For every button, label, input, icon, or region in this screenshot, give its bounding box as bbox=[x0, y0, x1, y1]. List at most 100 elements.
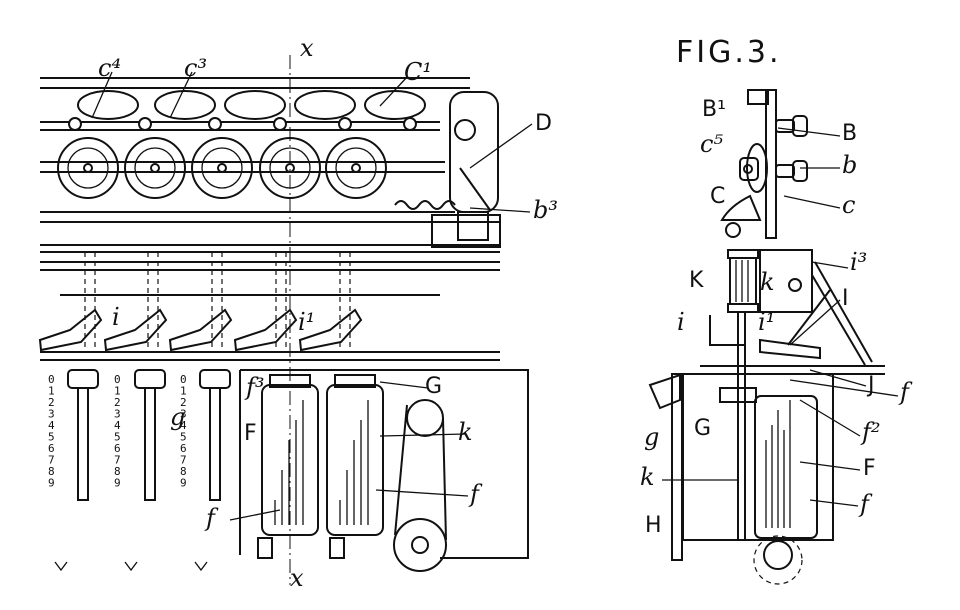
belt-pulleys bbox=[393, 399, 447, 572]
frame-d bbox=[449, 91, 499, 241]
label-f-lower-fig3: f bbox=[858, 490, 873, 518]
dial-digit: 0 bbox=[48, 373, 55, 386]
label-k-upper: K bbox=[689, 268, 704, 293]
dial-digit: 5 bbox=[180, 431, 187, 444]
label-k: k bbox=[458, 418, 473, 446]
label-f-small: f bbox=[898, 378, 913, 406]
label-g-small: g bbox=[644, 423, 659, 451]
dial-digit: 2 bbox=[114, 396, 121, 409]
feet bbox=[257, 537, 345, 559]
casing bbox=[240, 369, 529, 559]
label-f2: f² bbox=[860, 418, 881, 446]
dial-digit: 6 bbox=[114, 442, 121, 455]
label-c5: c⁵ bbox=[700, 130, 723, 158]
label-i1-fig3: i¹ bbox=[758, 308, 775, 336]
dial-digit: 8 bbox=[114, 465, 121, 478]
lever-i3 bbox=[814, 261, 873, 363]
lever-i3 bbox=[811, 274, 866, 366]
label-k-small: k bbox=[760, 268, 775, 296]
label-x-bottom: x bbox=[290, 564, 304, 592]
figure-title: FIG.3. bbox=[676, 35, 782, 70]
label-f-big: F bbox=[863, 456, 876, 481]
vertical-shafts bbox=[84, 252, 351, 350]
dial-digit: 1 bbox=[114, 385, 121, 398]
dial-digit: 4 bbox=[114, 419, 121, 432]
dial-digit: 9 bbox=[114, 477, 121, 490]
label-k-lower: k bbox=[640, 463, 655, 491]
gear-c5 bbox=[739, 143, 768, 193]
dial-digit: 8 bbox=[180, 465, 187, 478]
dial-digit: 4 bbox=[180, 419, 187, 432]
label-g-big: G bbox=[694, 416, 711, 441]
horizontal-plates bbox=[40, 211, 501, 253]
label-g-lower: g bbox=[170, 403, 185, 431]
label-i1: i¹ bbox=[298, 308, 315, 336]
link-bar bbox=[40, 117, 440, 131]
dial-digit: 9 bbox=[48, 477, 55, 490]
label-j: J bbox=[866, 373, 875, 398]
thumb-screws bbox=[775, 115, 808, 182]
dial-digit: 5 bbox=[114, 431, 121, 444]
dial-digit: 7 bbox=[48, 454, 55, 467]
bracket-c bbox=[720, 194, 762, 221]
label-h: H bbox=[645, 513, 662, 538]
floor-ticks bbox=[54, 561, 208, 572]
pin bbox=[725, 222, 741, 238]
dial-digit: 5 bbox=[48, 431, 55, 444]
label-c1: C¹ bbox=[404, 58, 432, 86]
frame-i3 bbox=[759, 249, 813, 313]
wall-h bbox=[671, 373, 683, 561]
dial-digit: 6 bbox=[48, 442, 55, 455]
spool-k bbox=[727, 249, 759, 313]
bracket-b1 bbox=[747, 89, 769, 105]
label-c-lower: c bbox=[842, 191, 855, 219]
dial-digit: 7 bbox=[180, 454, 187, 467]
label-b3: b³ bbox=[533, 196, 558, 224]
label-g-upper: G bbox=[425, 374, 442, 399]
label-f-mid: f bbox=[468, 480, 483, 508]
dial-digit: 3 bbox=[114, 408, 121, 421]
dial-digit: 4 bbox=[48, 419, 55, 432]
label-c3: c³ bbox=[184, 54, 207, 82]
dial-digit: 7 bbox=[114, 454, 121, 467]
bottom-pulley-orbit bbox=[753, 535, 803, 585]
dial-digit: 8 bbox=[48, 465, 55, 478]
label-f-upper: F bbox=[244, 421, 257, 446]
fig3-view bbox=[648, 89, 885, 585]
dial-digit: 1 bbox=[48, 385, 55, 398]
cylinder-right bbox=[326, 374, 384, 536]
bottom-pulley bbox=[763, 540, 793, 570]
label-c4: c⁴ bbox=[98, 54, 121, 82]
dial-digit: 9 bbox=[180, 477, 187, 490]
key-i bbox=[709, 315, 745, 346]
nozzle-g bbox=[648, 373, 681, 410]
upper-counter-wheels bbox=[77, 90, 426, 120]
dial-digit: 3 bbox=[180, 408, 187, 421]
label-i: i bbox=[112, 303, 120, 331]
dial-digit: 2 bbox=[48, 396, 55, 409]
cylinder-f bbox=[754, 395, 818, 539]
spring-b3 bbox=[394, 200, 456, 210]
label-f-lower: f bbox=[204, 504, 219, 532]
key-levers bbox=[38, 308, 363, 352]
label-i-small: i bbox=[677, 308, 685, 336]
disk-g bbox=[719, 387, 757, 403]
label-i3: i³ bbox=[850, 248, 867, 276]
leader-lines bbox=[91, 71, 899, 521]
label-b-upper: B bbox=[842, 121, 857, 146]
label-i-big: I bbox=[842, 286, 849, 311]
label-b1: B¹ bbox=[702, 97, 726, 122]
dial-digit: 0 bbox=[114, 373, 121, 386]
dial-digit: 2 bbox=[180, 396, 187, 409]
lever-i bbox=[787, 289, 831, 346]
gear-wheels bbox=[40, 137, 445, 199]
frame-i3-pivot bbox=[788, 278, 802, 292]
label-x-top: x bbox=[300, 34, 314, 62]
label-c-upper: C bbox=[710, 184, 725, 209]
dial-digit: 3 bbox=[48, 408, 55, 421]
lever-arm bbox=[759, 338, 821, 360]
